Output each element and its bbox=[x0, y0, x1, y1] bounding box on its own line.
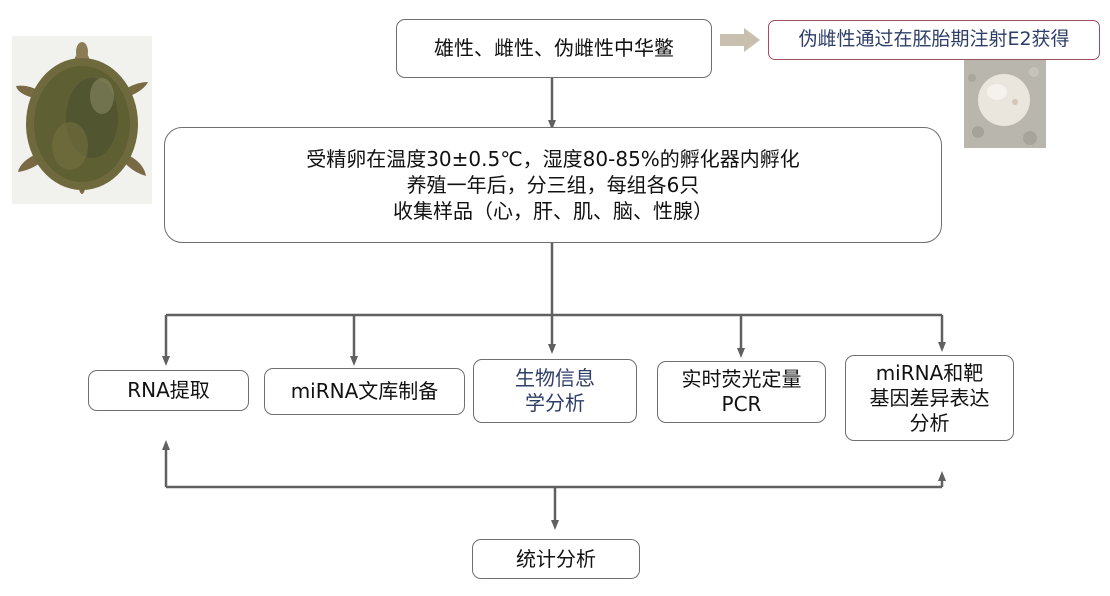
note-box: 伪雌性通过在胚胎期注射E2获得 bbox=[768, 20, 1100, 60]
expression-analysis-box: miRNA和靶 基因差异表达 分析 bbox=[845, 355, 1014, 441]
qpcr-line-2: PCR bbox=[721, 392, 762, 416]
bioinformatics-line-1: 生物信息 bbox=[515, 366, 595, 390]
process-line-1: 受精卵在温度30±0.5℃，湿度80-85%的孵化器内孵化 bbox=[306, 147, 800, 171]
statistics-label: 统计分析 bbox=[516, 546, 596, 571]
expression-line-1: miRNA和靶 bbox=[875, 360, 984, 385]
turtle-illustration bbox=[12, 36, 152, 204]
expression-line-3: 分析 bbox=[909, 410, 950, 435]
species-box: 雄性、雌性、伪雌性中华鳖 bbox=[396, 19, 712, 78]
egg-photo bbox=[964, 60, 1046, 148]
note-arrow bbox=[720, 28, 760, 52]
species-label: 雄性、雌性、伪雌性中华鳖 bbox=[434, 36, 674, 60]
qpcr-box: 实时荧光定量 PCR bbox=[657, 361, 826, 423]
expression-line-2: 基因差异表达 bbox=[869, 385, 990, 410]
egg-illustration bbox=[964, 60, 1046, 148]
turtle-photo bbox=[12, 36, 152, 204]
library-prep-box: miRNA文库制备 bbox=[264, 368, 465, 415]
process-box: 受精卵在温度30±0.5℃，湿度80-85%的孵化器内孵化 养殖一年后，分三组，… bbox=[164, 127, 942, 243]
rna-extraction-label: RNA提取 bbox=[127, 378, 210, 402]
rna-extraction-box: RNA提取 bbox=[88, 370, 249, 411]
note-label: 伪雌性通过在胚胎期注射E2获得 bbox=[798, 28, 1070, 51]
bioinformatics-box: 生物信息 学分析 bbox=[473, 359, 637, 423]
statistics-box: 统计分析 bbox=[472, 539, 640, 579]
bioinformatics-line-2: 学分析 bbox=[525, 391, 585, 415]
process-line-3: 收集样品（心，肝、肌、脑、性腺） bbox=[393, 199, 713, 223]
process-line-2: 养殖一年后，分三组，每组各6只 bbox=[406, 173, 700, 197]
qpcr-line-1: 实时荧光定量 bbox=[681, 367, 802, 391]
library-prep-label: miRNA文库制备 bbox=[290, 379, 439, 403]
